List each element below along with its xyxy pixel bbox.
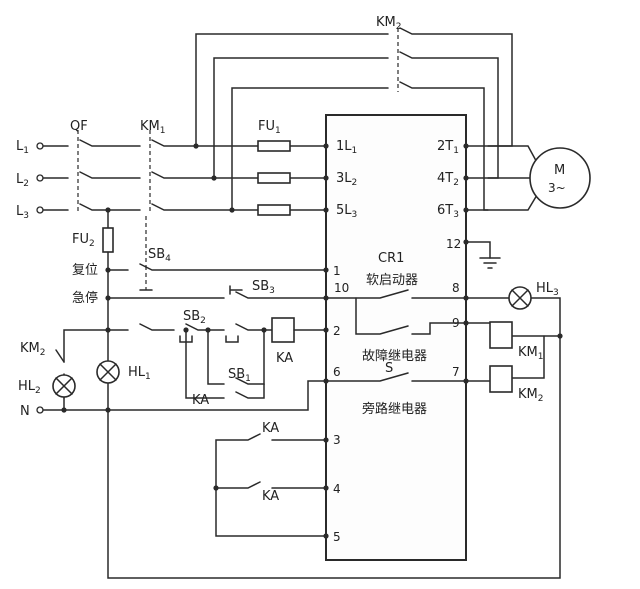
l2-label: L2 [16, 172, 29, 189]
start-row: KA SB2 SB1 KA [63, 309, 327, 408]
ka-terminal-contacts: KA KA [213, 421, 327, 537]
hl2-label: HL2 [18, 379, 41, 396]
n-terminal [36, 406, 44, 414]
terminal-1: 1 [333, 264, 341, 278]
hl3-label: HL3 [536, 281, 559, 298]
terminal-12: 12 [446, 237, 461, 251]
sb3-estop-button: SB3 [229, 279, 275, 296]
terminal-2: 2 [333, 324, 341, 338]
terminal-1l1: 1L1 [336, 139, 357, 156]
fuse-l1 [257, 140, 291, 152]
km2-left-label: KM2 [20, 341, 45, 358]
terminal-5l3: 5L3 [336, 203, 357, 220]
terminal-7: 7 [452, 365, 460, 379]
power-lines: QF KM1 [42, 119, 327, 214]
bypass-relay-label: 旁路继电器 [362, 401, 427, 417]
terminal-4: 4 [333, 482, 341, 496]
terminal-6: 6 [333, 365, 341, 379]
km2-coil-label: KM2 [518, 387, 543, 404]
motor-m [529, 147, 591, 209]
bypass-contact-s: S [385, 361, 393, 376]
ka-coil [271, 317, 295, 343]
l3-label: L3 [16, 204, 29, 221]
terminal-3: 3 [333, 433, 341, 447]
terminal-5: 5 [333, 530, 341, 544]
ka-hold-label: KA [192, 393, 209, 408]
sb3-label: SB3 [252, 279, 275, 296]
sb4-label: SB4 [148, 247, 171, 264]
ground-icon [465, 241, 501, 269]
fuse-fu1-group: FU1 [257, 119, 291, 216]
km2-coil [489, 365, 513, 393]
reset-label: 复位 [72, 263, 98, 278]
internal-relay-contacts [325, 289, 467, 382]
km1-coil-label: KM1 [518, 345, 543, 362]
qf-label: QF [70, 119, 88, 134]
l3-terminal [36, 206, 44, 214]
motor-name: M [554, 163, 565, 178]
estop-label: 急停 [72, 290, 98, 306]
terminal-4t2: 4T2 [437, 171, 459, 188]
supply-terminals: L1 L2 L3 N [16, 139, 44, 419]
fu1-label: FU1 [258, 119, 281, 136]
terminal-10: 10 [334, 281, 349, 295]
output-coils: HL3 KM1 KM2 [465, 281, 563, 404]
terminal-2t1: 2T1 [437, 139, 459, 156]
ka-4-label: KA [262, 489, 279, 504]
terminal-6t3: 6T3 [437, 203, 459, 220]
sb4-reset-button: SB4 [139, 247, 171, 291]
fault-relay-label: 故障继电器 [362, 349, 427, 364]
soft-starter-cr1 [325, 114, 467, 561]
sb1-label: SB1 [228, 367, 251, 384]
fuse-l2 [257, 172, 291, 184]
fuse-l3 [257, 204, 291, 216]
cr1-name: CR1 [378, 251, 404, 266]
motor-phase: 3~ [548, 181, 566, 195]
sb2-label: SB2 [183, 309, 206, 326]
cr1-name-cn: 软启动器 [366, 273, 418, 288]
l1-terminal [36, 142, 44, 150]
motor-group: M 3~ [465, 145, 591, 211]
l2-terminal [36, 174, 44, 182]
l1-label: L1 [16, 139, 29, 156]
km1-label: KM1 [140, 119, 165, 136]
terminal-8: 8 [452, 281, 460, 295]
fu2-label: FU2 [72, 232, 95, 249]
terminal-3l2: 3L2 [336, 171, 357, 188]
km2-top-label: KM2 [376, 15, 401, 32]
hl1-label: HL1 [128, 365, 151, 382]
ka-3-label: KA [262, 421, 279, 436]
fuse-fu2 [102, 227, 114, 253]
ka-coil-label: KA [276, 351, 293, 366]
n-label: N [20, 404, 30, 419]
lamp-branch: KM2 HL2 HL1 [18, 341, 327, 413]
km1-coil [489, 321, 513, 349]
